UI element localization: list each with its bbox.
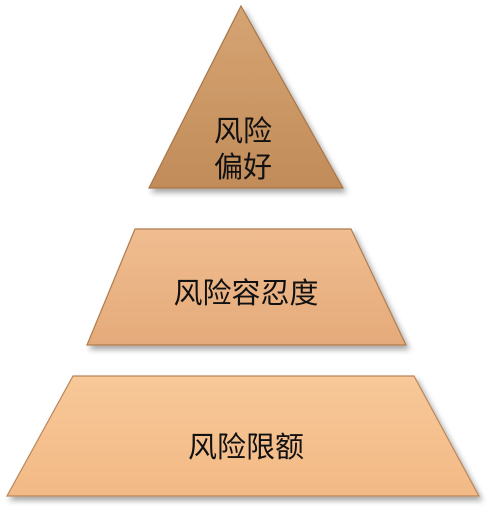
pyramid-tier-bottom: 风险限额 xyxy=(5,375,481,497)
tier-bottom-label: 风险限额 xyxy=(188,430,304,464)
tier-top-label-line-2: 偏好 xyxy=(214,150,272,184)
tier-top-shape xyxy=(148,4,345,189)
tier-middle-label: 风险容忍度 xyxy=(173,276,318,310)
tier-middle-shape xyxy=(86,228,407,346)
tier-bottom-shape xyxy=(5,375,481,497)
pyramid-tier-middle: 风险容忍度 xyxy=(86,228,407,346)
tier-top-label-line-1: 风险 xyxy=(214,114,272,148)
pyramid-tier-top: 风险 偏好 xyxy=(148,4,345,189)
